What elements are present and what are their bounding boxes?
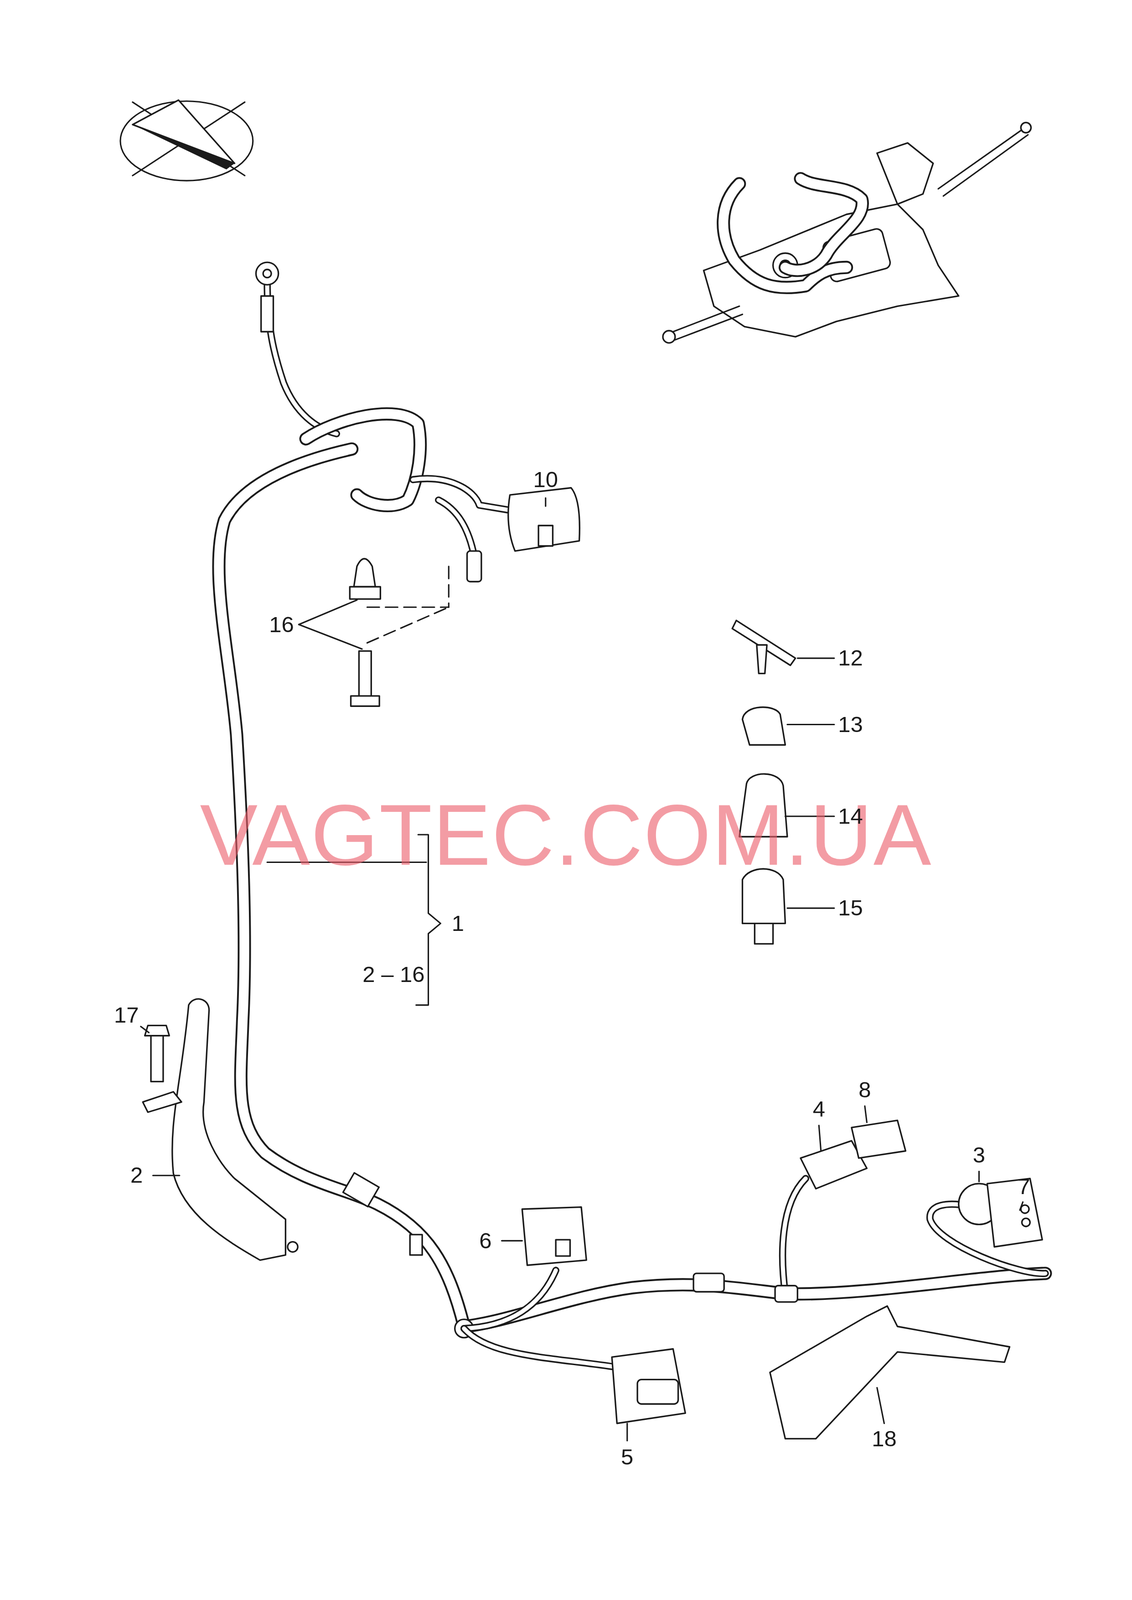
callout-number: 16 xyxy=(268,613,295,636)
bracket-18 xyxy=(770,1305,1010,1439)
callout-number: 10 xyxy=(533,468,559,491)
callout-number: 6 xyxy=(479,1229,492,1252)
callout-number: 4 xyxy=(812,1097,826,1120)
callout-number: 1 xyxy=(451,911,465,935)
callout-number: 15 xyxy=(837,896,864,919)
callout-number: 3 xyxy=(972,1143,986,1166)
callout-number: 17 xyxy=(113,1003,140,1026)
callout-number: 12 xyxy=(837,646,864,669)
steering-rack xyxy=(662,122,1032,343)
bracket xyxy=(142,998,298,1260)
watermark: VAGTEC.COM.UA xyxy=(200,790,933,878)
callout-number: 13 xyxy=(837,713,864,736)
wiring-harness xyxy=(218,413,1046,1367)
orientation-icon xyxy=(120,99,254,181)
callout-number: 7 xyxy=(1017,1174,1030,1198)
clips xyxy=(732,620,796,944)
callout-number: 18 xyxy=(871,1426,897,1450)
ground-lead xyxy=(255,262,337,434)
callout-number: 8 xyxy=(858,1078,871,1101)
leader-lines xyxy=(140,497,1024,1441)
callout-number: 14 xyxy=(837,804,864,828)
callout-number: 2 – 16 xyxy=(362,962,425,986)
connectors xyxy=(508,487,1043,1423)
callout-number: 2 xyxy=(130,1163,143,1186)
bolts xyxy=(349,558,449,706)
callout-number: 5 xyxy=(620,1445,634,1468)
